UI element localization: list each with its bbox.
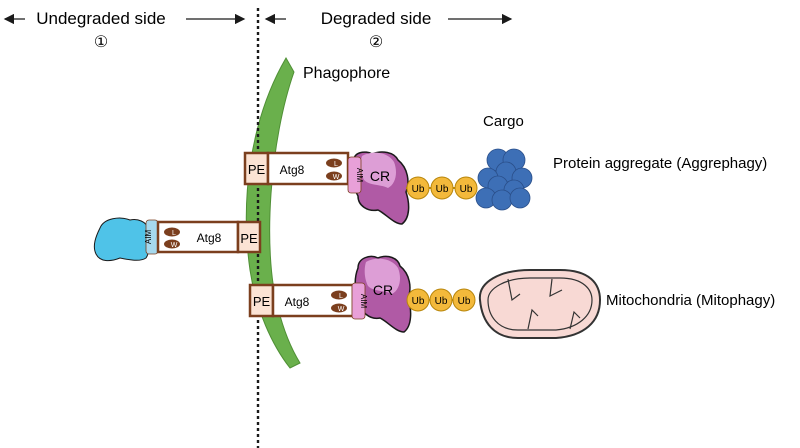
degraded-side-label: Degraded side — [321, 9, 432, 28]
cargo-receptor-lower-light — [364, 258, 400, 294]
ub-3-lower — [452, 288, 476, 312]
pe-label-lower: PE — [253, 294, 271, 309]
l-label-lower: L — [339, 293, 343, 300]
aim-box-lower — [351, 282, 366, 320]
ub-2-lower — [429, 288, 453, 312]
phagophore-membrane — [245, 56, 301, 369]
ub-3-upper-label: Ub — [460, 184, 473, 195]
middle-complex: AIM L W Atg8 PE — [93, 217, 262, 262]
aggregate-label: Protein aggregate (Aggrephagy) — [553, 155, 767, 172]
ub-1-lower-label: Ub — [412, 296, 425, 307]
cargo-receptor-upper-light — [360, 152, 396, 188]
w-residue-middle — [164, 239, 180, 249]
pe-box-middle — [236, 220, 262, 254]
ub-2-lower-label: Ub — [435, 296, 448, 307]
aim-box-upper — [347, 156, 362, 194]
pe-label-upper: PE — [248, 162, 266, 177]
ub-3-upper — [454, 176, 478, 200]
mitochondrion — [478, 269, 602, 339]
w-label-middle: W — [171, 242, 178, 249]
ub-1-lower — [406, 288, 430, 312]
w-residue-lower — [331, 303, 347, 313]
cristae — [507, 278, 581, 330]
w-label-upper: W — [333, 174, 340, 181]
pe-label-middle: PE — [240, 231, 258, 246]
receptor-blue — [93, 217, 150, 262]
undegraded-side-label: Undegraded side — [36, 9, 165, 28]
aim-label-lower: AIM — [359, 294, 368, 309]
ub-3-lower-label: Ub — [458, 296, 471, 307]
protein-aggregate — [475, 148, 533, 211]
l-residue-lower — [331, 290, 347, 300]
aim-label-middle: AIM — [144, 230, 153, 245]
undegraded-side-number: ① — [94, 34, 108, 51]
upper-complex: PE Atg8 L W AIM CR Ub Ub Ub — [243, 151, 478, 225]
degraded-side-number: ② — [369, 34, 383, 51]
ub-1-upper-label: Ub — [412, 184, 425, 195]
w-label-lower: W — [338, 306, 345, 313]
mitochondria-label: Mitochondria (Mitophagy) — [606, 292, 775, 309]
atg8-label-upper: Atg8 — [280, 163, 305, 177]
mitochondrion-outer — [478, 269, 602, 339]
cr-label-lower: CR — [373, 282, 393, 298]
w-residue-upper — [326, 171, 342, 181]
cargo-label: Cargo — [483, 113, 524, 130]
mitochondrion-inner — [487, 277, 593, 331]
l-residue-middle — [164, 227, 180, 237]
ub-2-upper — [430, 176, 454, 200]
l-label-middle: L — [172, 230, 176, 237]
ub-1-upper — [406, 176, 430, 200]
cr-label-upper: CR — [370, 168, 390, 184]
l-residue-upper — [326, 158, 342, 168]
phagophore-label: Phagophore — [303, 65, 390, 82]
ub-2-upper-label: Ub — [436, 184, 449, 195]
l-label-upper: L — [334, 161, 338, 168]
aim-label-upper: AIM — [355, 168, 364, 183]
atg8-label-middle: Atg8 — [197, 231, 222, 245]
lower-complex: PE Atg8 L W AIM CR Ub Ub Ub — [248, 255, 476, 333]
atg8-label-lower: Atg8 — [285, 295, 310, 309]
